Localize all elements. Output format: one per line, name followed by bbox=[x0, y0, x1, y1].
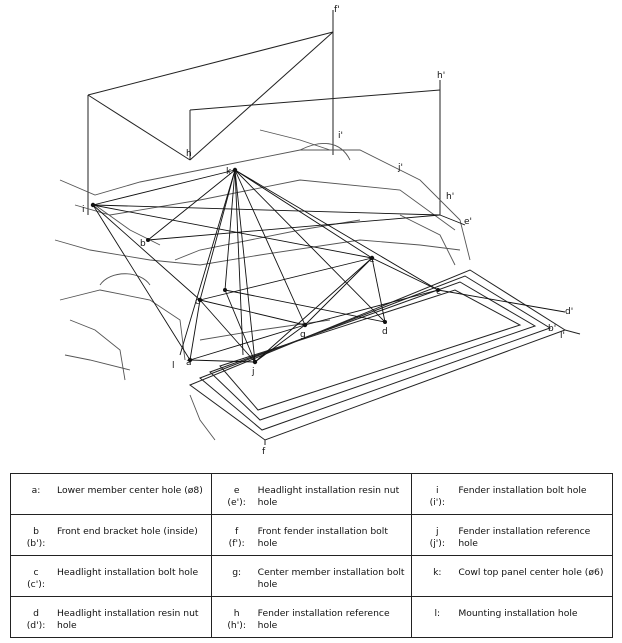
projection-frame bbox=[87, 10, 441, 215]
label-h: h bbox=[186, 149, 192, 159]
legend-cell: b(b'): Front end bracket hole (inside) bbox=[10, 514, 212, 556]
label-k: k bbox=[226, 167, 232, 177]
legend-key: i bbox=[436, 485, 439, 496]
body-dimension-diagram: f' h' i' j' h' e' k h e c c d' b' l' d g… bbox=[54, 5, 581, 457]
point-labels: f' h' i' j' h' e' k h e c c d' b' l' d g… bbox=[82, 5, 573, 457]
legend-desc: Front end bracket hole (inside) bbox=[57, 526, 198, 537]
legend-desc: Fender installation reference hole bbox=[458, 526, 591, 549]
legend-key: j bbox=[436, 526, 439, 537]
label-g: g bbox=[300, 330, 306, 340]
label-c: c bbox=[195, 297, 200, 307]
legend-cell: d(d'): Headlight installation resin nut … bbox=[10, 596, 212, 638]
label-h-prime: h' bbox=[437, 71, 445, 81]
label-c-prime: c bbox=[436, 287, 441, 297]
legend-key-alt: (h'): bbox=[227, 620, 246, 631]
label-i: i bbox=[82, 205, 85, 215]
legend-table: a: Lower member center hole (ø8) e(e'): … bbox=[10, 473, 613, 638]
legend-key-alt: (f'): bbox=[228, 538, 245, 549]
legend-key: d bbox=[33, 608, 39, 619]
label-d: d bbox=[382, 327, 388, 337]
legend-key: c bbox=[33, 567, 39, 578]
legend-cell: h(h'): Fender installation reference hol… bbox=[210, 596, 413, 638]
label-l: l bbox=[172, 361, 175, 371]
legend-key-alt: (d'): bbox=[26, 620, 46, 631]
legend-desc: Headlight installation resin nut hole bbox=[57, 608, 199, 631]
legend-cell: c(c'): Headlight installation bolt hole bbox=[10, 555, 212, 597]
legend-cell: i(i'): Fender installation bolt hole bbox=[411, 473, 613, 515]
legend-cell: l: Mounting installation hole bbox=[411, 596, 613, 638]
legend-key-alt: (j'): bbox=[429, 538, 445, 549]
label-d-prime: d' bbox=[565, 307, 573, 317]
legend-row: b(b'): Front end bracket hole (inside) f… bbox=[10, 514, 613, 556]
legend-row: c(c'): Headlight installation bolt hole … bbox=[10, 555, 613, 597]
legend-key-alt: (e'): bbox=[227, 497, 246, 508]
legend-cell: k: Cowl top panel center hole (ø6) bbox=[411, 555, 613, 597]
label-f-prime: f' bbox=[334, 5, 340, 15]
floor-plates bbox=[188, 269, 581, 445]
vehicle-outline bbox=[54, 129, 471, 441]
legend-desc: Fender installation bolt hole bbox=[458, 485, 587, 496]
legend-desc: Front fender installation bolt hole bbox=[257, 526, 388, 549]
legend-desc: Headlight installation resin nut hole bbox=[257, 485, 400, 508]
label-j: j bbox=[251, 367, 255, 377]
legend-key-alt: (c'): bbox=[27, 579, 45, 590]
label-h-prime-2: h' bbox=[446, 192, 454, 202]
legend-desc: Fender installation reference hole bbox=[257, 608, 390, 631]
legend-key: b bbox=[33, 526, 39, 537]
legend-key: k: bbox=[433, 567, 442, 578]
legend-key: l: bbox=[434, 608, 441, 619]
legend-desc: Mounting installation hole bbox=[458, 608, 578, 619]
label-l-prime: l' bbox=[560, 331, 565, 341]
legend-cell: j(j'): Fender installation reference hol… bbox=[411, 514, 613, 556]
legend-key: h bbox=[233, 608, 240, 619]
legend-cell: a: Lower member center hole (ø8) bbox=[10, 473, 212, 515]
legend-key: a: bbox=[31, 485, 41, 496]
legend-row: d(d'): Headlight installation resin nut … bbox=[10, 596, 613, 638]
measurement-points bbox=[90, 167, 440, 365]
label-a: a bbox=[186, 358, 192, 368]
label-j-prime: j' bbox=[397, 163, 403, 173]
legend-key: g: bbox=[232, 567, 242, 578]
label-f: f bbox=[262, 447, 266, 457]
legend-cell: e(e'): Headlight installation resin nut … bbox=[210, 473, 413, 515]
legend-key-alt: (b'): bbox=[26, 538, 46, 549]
label-e-prime: e' bbox=[464, 217, 472, 227]
legend-row: a: Lower member center hole (ø8) e(e'): … bbox=[10, 473, 613, 515]
legend-desc: Cowl top panel center hole (ø6) bbox=[458, 567, 604, 578]
legend-key: e bbox=[233, 485, 240, 496]
label-b-prime: b' bbox=[548, 324, 556, 334]
legend-desc: Center member installation bolt hole bbox=[257, 567, 405, 590]
legend-key: f bbox=[235, 526, 239, 537]
label-i-prime: i' bbox=[338, 131, 343, 141]
measurement-lines bbox=[92, 169, 566, 363]
legend-cell: g: Center member installation bolt hole bbox=[210, 555, 413, 597]
label-b: b bbox=[140, 239, 146, 249]
diagram-drawing: f' h' i' j' h' e' k h e c c d' b' l' d g… bbox=[54, 5, 581, 457]
legend-key-alt: (i'): bbox=[429, 497, 445, 508]
legend-desc: Lower member center hole (ø8) bbox=[57, 485, 203, 496]
legend-desc: Headlight installation bolt hole bbox=[57, 567, 199, 578]
legend-cell: f(f'): Front fender installation bolt ho… bbox=[210, 514, 413, 556]
label-e: e bbox=[369, 255, 375, 265]
